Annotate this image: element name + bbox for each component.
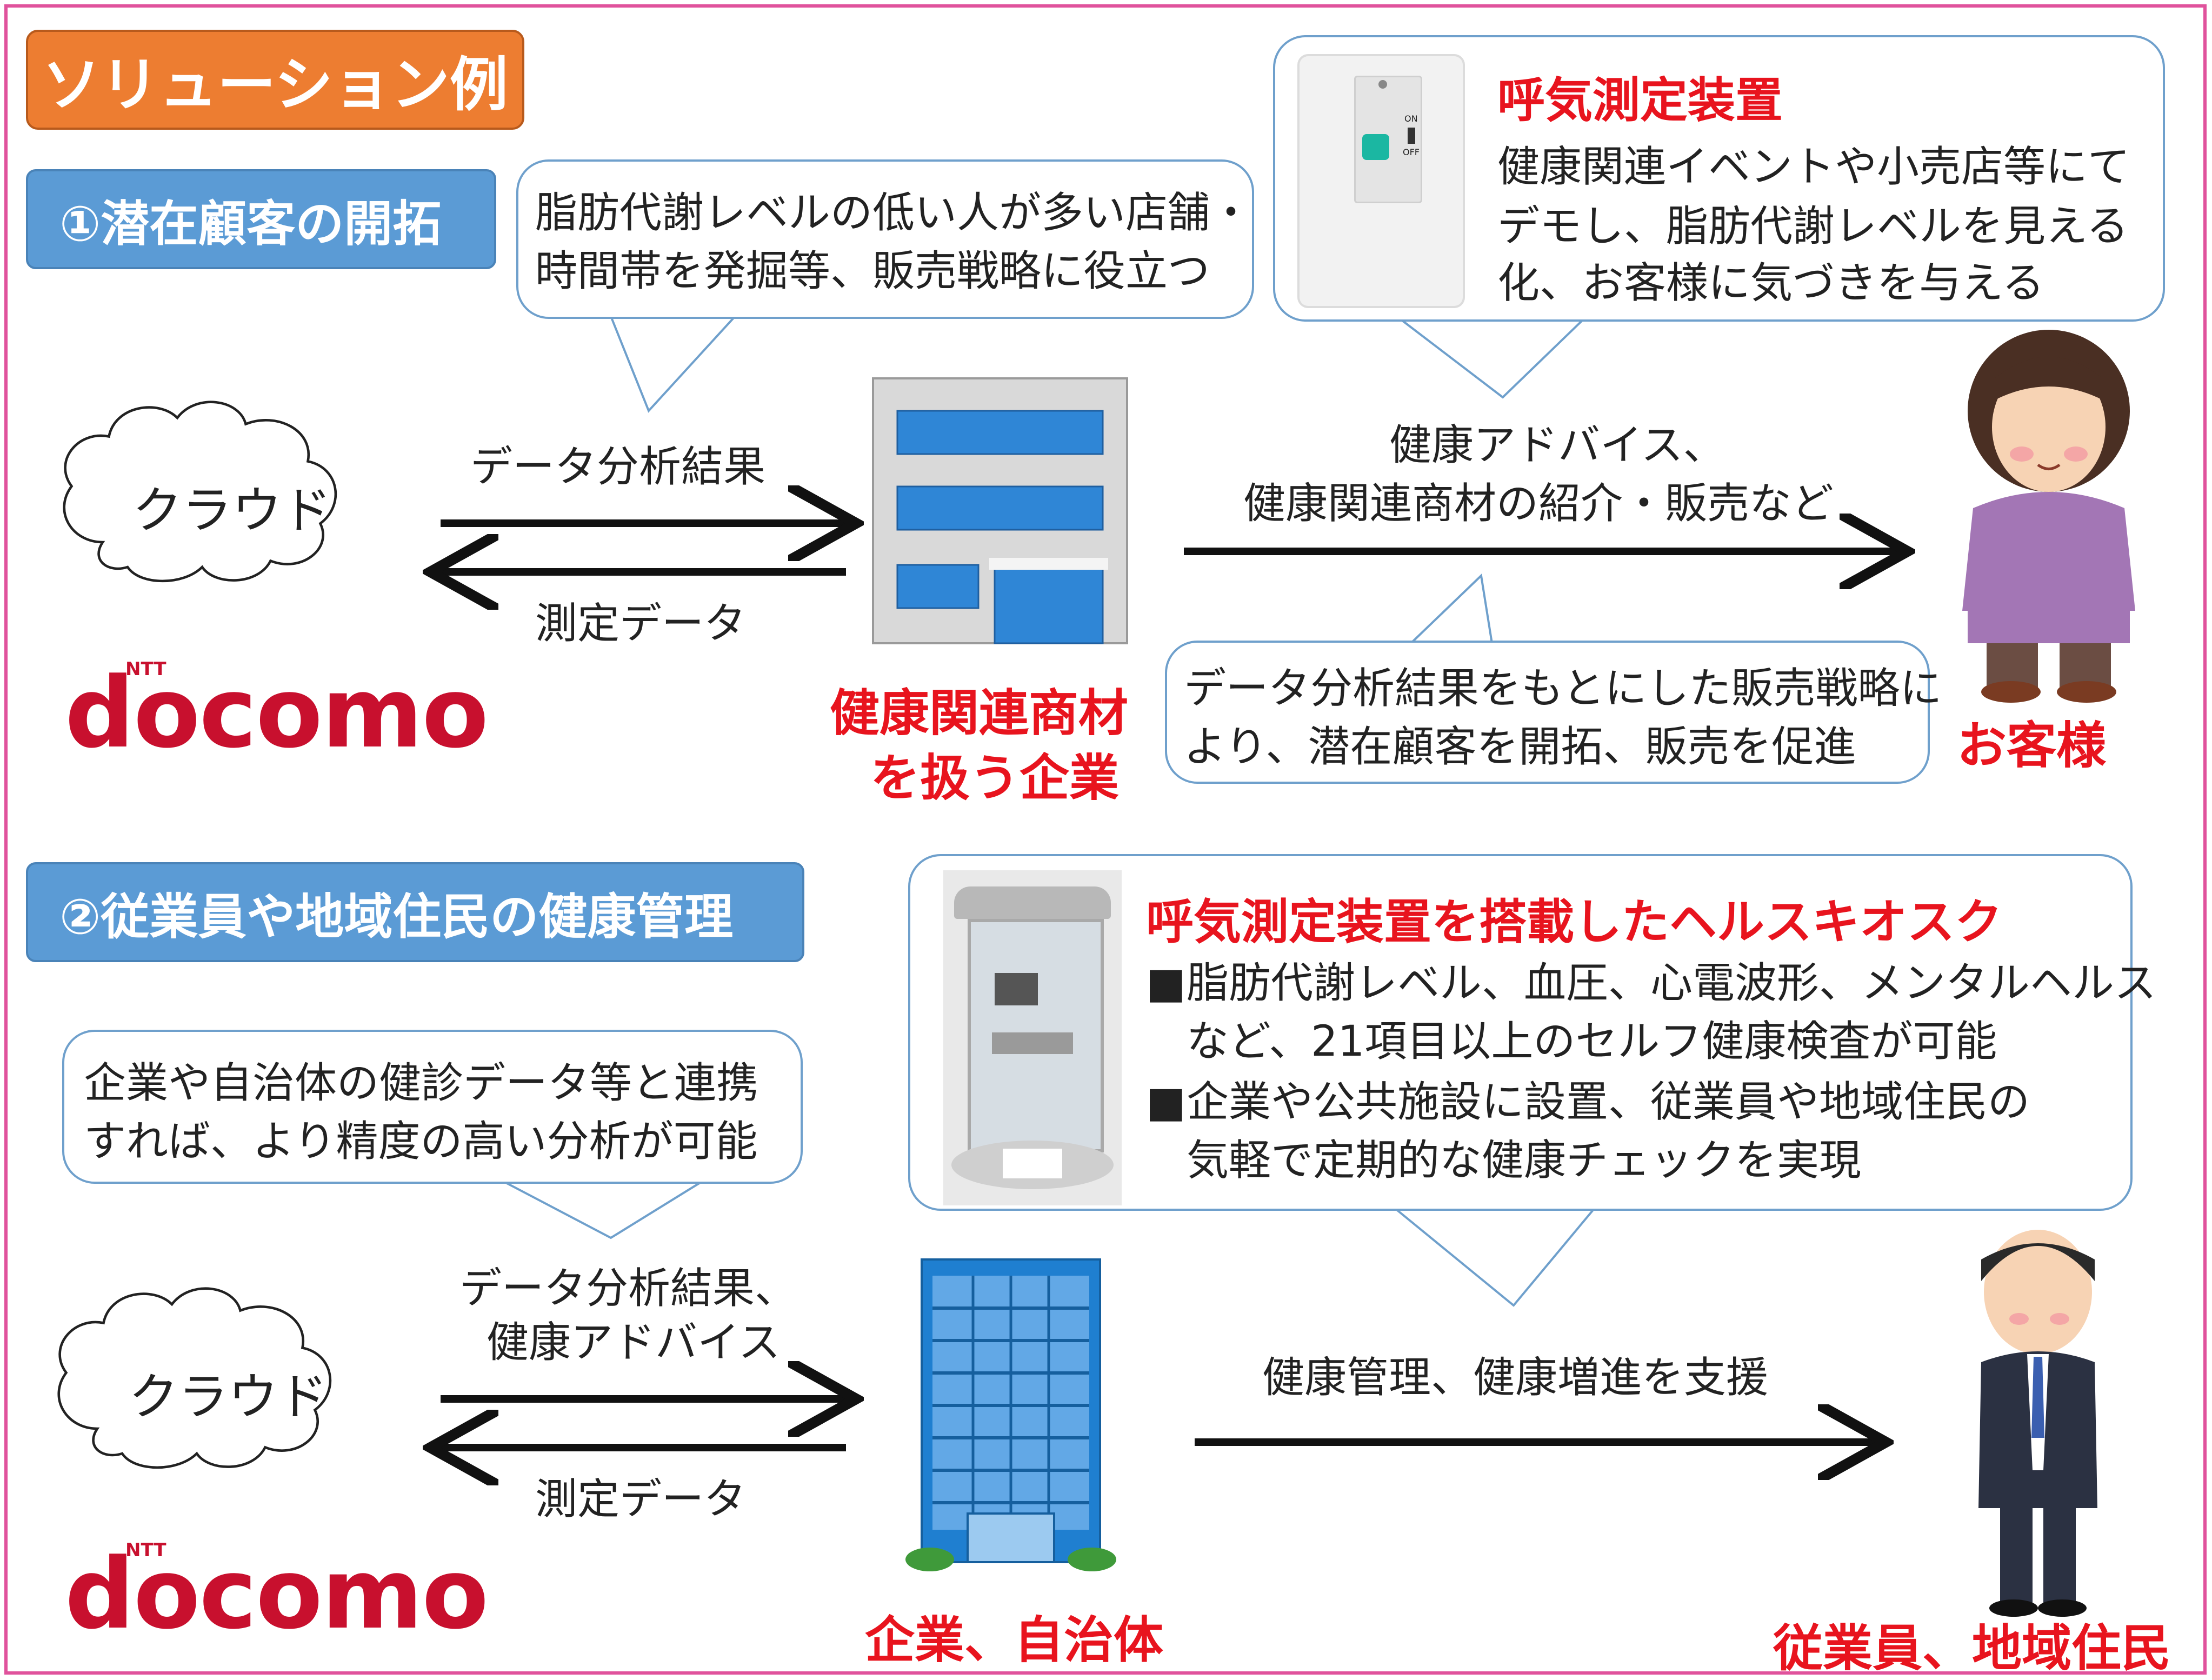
label-measurement-data-2: 測定データ bbox=[535, 1475, 747, 1524]
kiosk-bullet2-line1: 企業や公共施設に設置、従業員や地域住民の bbox=[1187, 1078, 2030, 1126]
device-line3: 化、お客様に気づきを与える bbox=[1497, 259, 2044, 308]
label-health-support: 健康管理、健康増進を支援 bbox=[1262, 1354, 1769, 1402]
bubble-link bbox=[62, 1030, 803, 1184]
bubble-promotion-line2: より、潜在顧客を開拓、販売を促進 bbox=[1184, 723, 1856, 771]
bubble-link-line2: すれば、より精度の高い分析が可能 bbox=[84, 1117, 758, 1166]
kiosk-bullet2-line2: 気軽で定期的な健康チェックを実現 bbox=[1187, 1136, 1862, 1185]
bubble-tail-kiosk bbox=[1394, 1207, 1596, 1307]
company-label-1-line2: を扱う企業 bbox=[870, 749, 1120, 807]
label-advice-line2: 健康関連商材の紹介・販売など bbox=[1243, 479, 1834, 528]
kiosk-screen-icon bbox=[995, 973, 1038, 1005]
bubble-strategy bbox=[516, 159, 1254, 319]
bubble-promotion-line1: データ分析結果をもとにした販売戦略に bbox=[1184, 664, 1942, 713]
kiosk-bullet1-line1: 脂肪代謝レベル、血圧、心電波形、メンタルヘルス bbox=[1187, 959, 2157, 1008]
company-building-icon-2 bbox=[905, 1258, 1116, 1571]
company-label-1-line1: 健康関連商材 bbox=[830, 684, 1129, 742]
section1-title: ①潜在顧客の開拓 bbox=[59, 195, 442, 252]
device-switch-off: OFF bbox=[1403, 147, 1420, 157]
cloud-label-1: クラウド bbox=[132, 482, 332, 539]
device-switch-icon bbox=[1408, 128, 1415, 144]
docomo-logo-2: docomo bbox=[65, 1538, 489, 1651]
cloud-shape-1 bbox=[63, 401, 337, 583]
customer-woman-icon bbox=[1962, 330, 2135, 703]
kiosk-console bbox=[992, 1032, 1073, 1054]
kiosk-bullet1-marker: ■ bbox=[1146, 959, 1186, 1008]
bubble-strategy-line1: 脂肪代謝レベルの低い人が多い店舗・ bbox=[535, 189, 1252, 237]
health-kiosk-image bbox=[943, 870, 1122, 1205]
solution-title-badge: ソリューション例 bbox=[26, 30, 524, 130]
company-building-icon-1 bbox=[872, 377, 1128, 644]
kiosk-scale-icon bbox=[1003, 1149, 1062, 1178]
solution-title: ソリューション例 bbox=[42, 51, 508, 119]
bubble-tail-link bbox=[502, 1180, 704, 1239]
device-button-icon bbox=[1362, 134, 1389, 160]
bubble-tail-device bbox=[1399, 318, 1585, 399]
customer-label: お客様 bbox=[1957, 717, 2107, 775]
kiosk-canopy bbox=[954, 886, 1111, 919]
device-sensor-icon bbox=[1378, 80, 1387, 89]
bubble-strategy-line2: 時間帯を発掘等、販売戦略に役立つ bbox=[535, 247, 1210, 296]
section2-badge: ②従業員や地域住民の健康管理 bbox=[26, 862, 804, 962]
kiosk-bullet1-line2: など、21項目以上のセルフ健康検査が可能 bbox=[1187, 1017, 1997, 1066]
breath-device-image: ON OFF bbox=[1297, 54, 1465, 308]
employee-man-icon bbox=[1978, 1230, 2097, 1617]
cloud-shape-2 bbox=[57, 1287, 332, 1469]
ntt-logo-text-1: NTT bbox=[125, 658, 166, 680]
bubble-tail-promotion bbox=[1410, 573, 1493, 644]
label-advice-line1: 健康アドバイス、 bbox=[1389, 421, 1725, 470]
bubble-promotion bbox=[1165, 641, 1930, 784]
section1-badge: ①潜在顧客の開拓 bbox=[26, 169, 496, 269]
people-label: 従業員、地域住民 bbox=[1773, 1619, 2171, 1677]
label-analysis-result-2-line1: データ分析結果、 bbox=[459, 1264, 797, 1313]
bubble-tail-strategy bbox=[610, 315, 736, 413]
kiosk-title: 呼気測定装置を搭載したヘルスキオスク bbox=[1146, 894, 2003, 950]
device-line2: デモし、脂肪代謝レベルを見える bbox=[1497, 202, 2129, 251]
docomo-logo-1: docomo bbox=[65, 657, 489, 770]
device-switch-on: ON bbox=[1404, 114, 1418, 124]
ntt-logo-text-2: NTT bbox=[125, 1539, 166, 1561]
label-analysis-result-1: データ分析結果 bbox=[470, 443, 766, 491]
section2-title: ②従業員や地域住民の健康管理 bbox=[59, 888, 734, 945]
cloud-label-2: クラウド bbox=[129, 1368, 328, 1426]
company-label-2: 企業、自治体 bbox=[865, 1611, 1164, 1669]
label-analysis-result-2-line2: 健康アドバイス bbox=[487, 1318, 781, 1367]
label-measurement-data-1: 測定データ bbox=[535, 599, 747, 648]
bubble-link-line1: 企業や自治体の健診データ等と連携 bbox=[84, 1059, 759, 1108]
device-line1: 健康関連イベントや小売店等にて bbox=[1497, 143, 2130, 191]
kiosk-bullet2-marker: ■ bbox=[1146, 1078, 1186, 1126]
device-title: 呼気測定装置 bbox=[1497, 72, 1783, 128]
